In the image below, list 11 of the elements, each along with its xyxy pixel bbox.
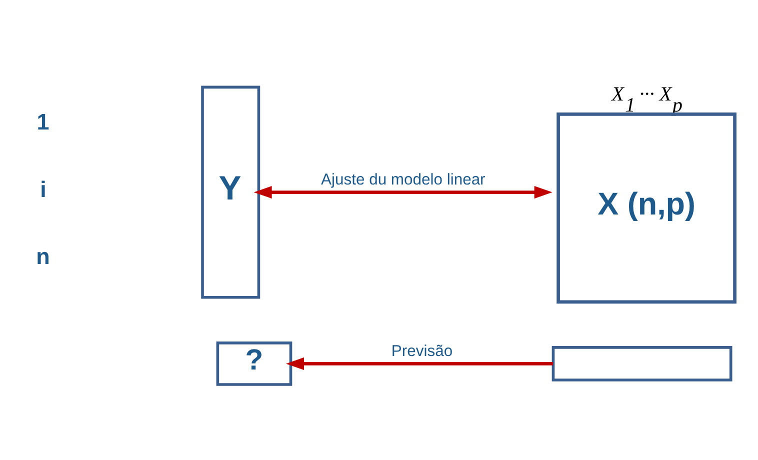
label: n [36, 244, 50, 269]
arrow [254, 185, 552, 198]
edge-label: Ajuste du modelo linear [321, 171, 486, 188]
node-box: ? [216, 341, 292, 386]
label: 1 [36, 108, 50, 134]
node-box: X (n,p) [556, 112, 736, 304]
label: i [40, 176, 46, 202]
edge-label: Previsão [391, 342, 453, 360]
node-box [552, 346, 732, 381]
node-box: Y [201, 85, 260, 298]
arrow [286, 356, 553, 370]
